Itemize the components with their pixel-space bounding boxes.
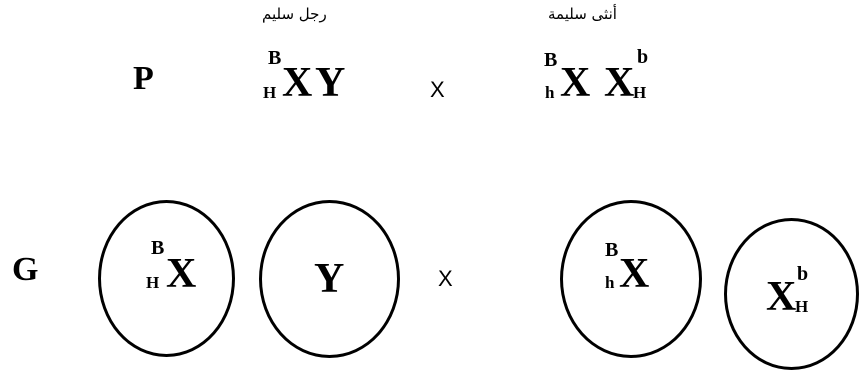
female-x2-allele-sub: H bbox=[633, 83, 647, 102]
male-x-allele-sup: B bbox=[268, 47, 282, 69]
female-gamete-x1-circle bbox=[560, 200, 702, 358]
female-x1-chromosome: X bbox=[560, 60, 591, 106]
male-x-chromosome: X bbox=[282, 60, 313, 106]
female-gamete-x1-allele-sup: B bbox=[605, 239, 619, 261]
parent-generation-label: P bbox=[133, 60, 154, 97]
female-x2-allele-sup: b bbox=[637, 46, 649, 68]
male-gamete-x-allele-sup: B bbox=[151, 237, 165, 259]
female-x2-chromosome: X bbox=[604, 60, 635, 106]
female-gamete-x2-circle bbox=[724, 218, 859, 370]
gametes-cross-symbol: X bbox=[438, 266, 453, 291]
male-y-chromosome: Y bbox=[315, 60, 346, 106]
male-label: رجل سليم bbox=[262, 5, 327, 23]
male-gamete-x-chromosome: X bbox=[166, 251, 197, 297]
female-gamete-x1-allele-sub: h bbox=[605, 273, 615, 292]
female-gamete-x2-allele-sub: H bbox=[795, 297, 809, 316]
male-x-allele-sub: H bbox=[263, 83, 277, 102]
female-gamete-x2-allele-sup: b bbox=[797, 263, 809, 285]
male-gamete-y-chromosome: Y bbox=[314, 256, 345, 302]
male-gamete-y-circle bbox=[259, 200, 400, 358]
female-gamete-x2-chromosome: X bbox=[766, 274, 797, 320]
female-x1-allele-sub: h bbox=[545, 83, 555, 102]
female-label: أنثى سليمة bbox=[548, 5, 617, 23]
gamete-generation-label: G bbox=[12, 251, 39, 288]
female-gamete-x1-chromosome: X bbox=[619, 251, 650, 297]
parents-cross-symbol: X bbox=[430, 77, 445, 102]
female-x1-allele-sup: B bbox=[544, 49, 558, 71]
male-gamete-x-circle bbox=[98, 200, 235, 357]
male-gamete-x-allele-sub: H bbox=[146, 273, 160, 292]
